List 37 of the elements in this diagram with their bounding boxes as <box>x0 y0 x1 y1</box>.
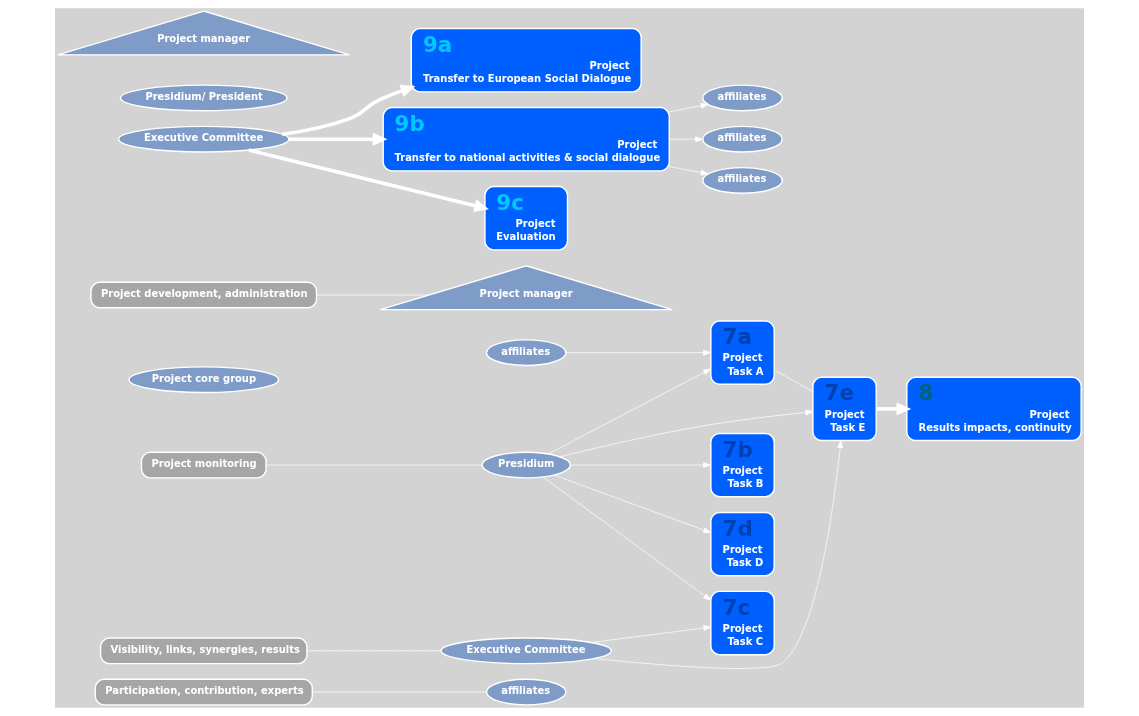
node-ellipse: Executive Committee <box>440 637 613 665</box>
arrow <box>542 476 712 601</box>
arrow <box>590 625 712 643</box>
arrow <box>282 84 416 136</box>
arrow <box>248 148 489 212</box>
node-box: 9a Project Transfer to European Social Dialogue <box>410 27 642 93</box>
arrow <box>669 102 709 113</box>
node-box: 9c Project Evaluation <box>484 185 569 251</box>
arrow <box>594 440 844 669</box>
node-box: 8 Project Results impacts, continuity <box>906 376 1082 442</box>
node-box: 7d Project Task D <box>710 511 775 577</box>
arrow <box>570 462 711 468</box>
node-ellipse: Executive Committee <box>117 125 290 153</box>
arrow <box>547 368 712 455</box>
node-box: Visibility, links, synergies, results <box>99 637 308 665</box>
arrow <box>565 349 711 356</box>
arrow <box>669 166 709 176</box>
node-box: 7c Project Task C <box>710 590 775 656</box>
node-ellipse: Presidium/ President <box>119 84 288 112</box>
node-box: 7e Project Task E <box>812 376 877 442</box>
node-box: 9b Project Transfer to national activities & social dialogue <box>382 106 670 172</box>
arrow <box>876 402 912 416</box>
node-ellipse: Project core group <box>128 366 280 394</box>
node-ellipse: affiliates <box>702 125 783 153</box>
arrow <box>289 132 388 146</box>
node-ellipse: Presidium <box>481 451 572 479</box>
node-box: Project development, administration <box>90 281 318 309</box>
node-box: Participation, contribution, experts <box>94 678 313 706</box>
arrow <box>553 474 712 534</box>
connector <box>773 369 814 392</box>
node-box: 7b Project Task B <box>710 432 775 498</box>
arrow <box>559 409 814 458</box>
node-box: Project monitoring <box>140 451 267 479</box>
node-ellipse: affiliates <box>485 339 567 367</box>
node-ellipse: affiliates <box>485 678 567 706</box>
arrow <box>669 136 703 143</box>
node-box: 7a Project Task A <box>710 320 775 386</box>
